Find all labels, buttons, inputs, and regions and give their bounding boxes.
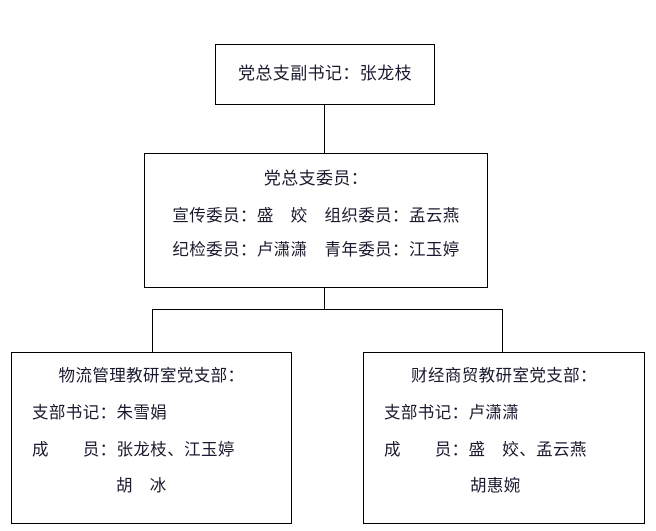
node-deputy-secretary[interactable]: 党总支副书记：张龙枝 <box>215 44 435 105</box>
connector-split-bar <box>152 309 503 311</box>
node-branch-logistics-members: 成 员：张龙枝、江玉婷 <box>32 439 235 459</box>
node-branch-logistics-secretary: 支部书记：朱雪娟 <box>32 403 168 423</box>
node-deputy-secretary-label: 党总支副书记：张龙枝 <box>238 63 412 84</box>
node-branch-commerce-members-extra: 胡惠婉 <box>470 475 521 495</box>
connector-deputy-to-committee <box>324 105 326 153</box>
node-branch-commerce[interactable]: 财经商贸教研室党支部： 支部书记：卢潇潇 成 员：盛 姣、孟云燕 胡惠婉 <box>363 352 645 524</box>
node-committee[interactable]: 党总支委员： 宣传委员：盛 姣 组织委员：孟云燕 纪检委员：卢潇潇 青年委员：江… <box>144 153 488 288</box>
connector-committee-stub <box>324 288 326 310</box>
node-branch-commerce-secretary: 支部书记：卢潇潇 <box>384 403 520 423</box>
node-branch-logistics[interactable]: 物流管理教研室党支部： 支部书记：朱雪娟 成 员：张龙枝、江玉婷 胡 冰 <box>11 352 292 524</box>
connector-to-branch-logistics <box>152 309 154 352</box>
node-committee-row-1: 宣传委员：盛 姣 组织委员：孟云燕 <box>172 205 460 225</box>
node-branch-commerce-title: 财经商贸教研室党支部： <box>411 366 597 385</box>
node-branch-commerce-members: 成 员：盛 姣、孟云燕 <box>384 439 587 459</box>
node-committee-row-2: 纪检委员：卢潇潇 青年委员：江玉婷 <box>172 240 460 260</box>
node-branch-logistics-title: 物流管理教研室党支部： <box>58 366 245 385</box>
node-committee-title: 党总支委员： <box>263 169 369 189</box>
connector-to-branch-commerce <box>502 309 504 352</box>
node-branch-logistics-members-extra: 胡 冰 <box>116 475 167 495</box>
